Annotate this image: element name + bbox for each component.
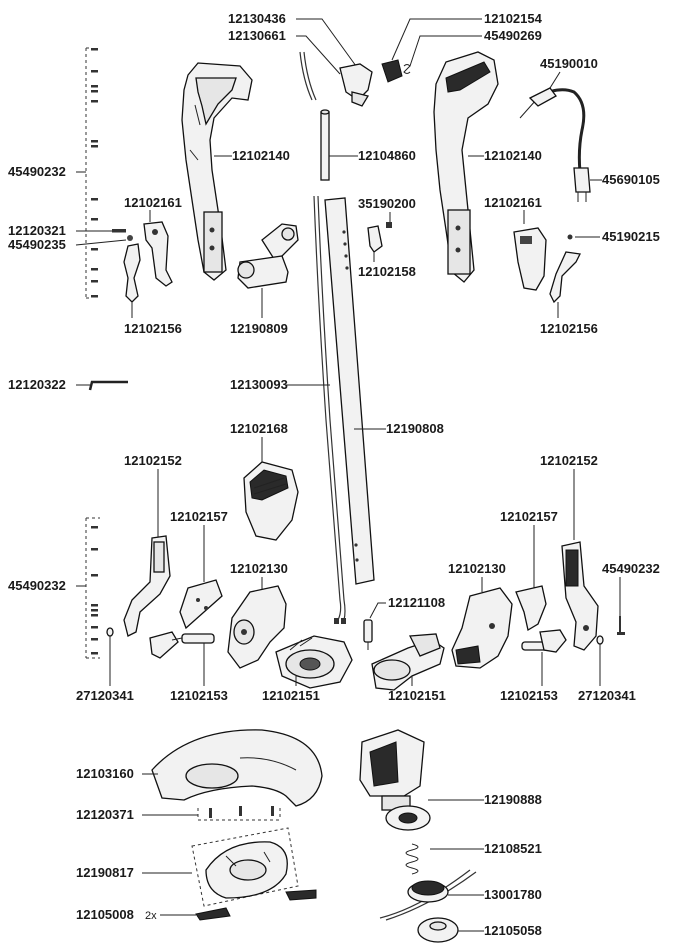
power-cord-45190010 [519, 87, 586, 173]
label-12102152-left: 12102152 [124, 453, 182, 468]
label-12102152-right: 12102152 [540, 453, 598, 468]
label-12190817: 12190817 [76, 865, 134, 880]
shaft-tube-12190808 [324, 197, 375, 585]
label-45490232-left: 45490232 [8, 578, 66, 593]
label-12105058: 12105058 [484, 923, 542, 938]
tube-12104860 [320, 109, 330, 181]
label-45690105: 45690105 [602, 172, 660, 187]
label-45490232-top: 45490232 [8, 164, 66, 179]
label-12102161-left: 12102161 [124, 195, 182, 210]
label-12102158: 12102158 [358, 264, 416, 279]
label-27120341-right: 27120341 [578, 688, 636, 703]
washer-left-27120341 [106, 627, 114, 637]
label-12104860: 12104860 [358, 148, 416, 163]
spool-base-12190817 [191, 827, 299, 907]
label-12190808: 12190808 [386, 421, 444, 436]
spring-12108521 [405, 843, 419, 875]
label-45190010: 45190010 [540, 56, 598, 71]
label-27120341-left: 27120341 [76, 688, 134, 703]
label-12130661: 12130661 [228, 28, 286, 43]
nut-45490235 [127, 235, 133, 241]
label-12102130-left: 12102130 [230, 561, 288, 576]
label-45490232-right: 45490232 [602, 561, 660, 576]
label-12102151-left: 12102151 [262, 688, 320, 703]
allen-key-12120322 [88, 380, 128, 391]
label-12102157-left: 12102157 [170, 509, 228, 524]
label-13001780: 13001780 [484, 887, 542, 902]
housing-bracket-left-12102152 [123, 535, 171, 637]
label-12102130-right: 12102130 [448, 561, 506, 576]
spring-35190200 [386, 222, 392, 228]
motor-housing-left-12102130 [227, 585, 287, 669]
screw-set-top-left [85, 47, 98, 299]
label-12120322: 12120322 [8, 377, 66, 392]
auxiliary-handle-12190809 [237, 223, 299, 289]
label-12102156-right: 12102156 [540, 321, 598, 336]
label-12130436: 12130436 [228, 11, 286, 26]
motor-12190888 [359, 729, 431, 831]
blade-12105008 [195, 889, 317, 921]
latch-12102158 [367, 225, 383, 253]
label-12103160: 12103160 [76, 766, 134, 781]
label-12102153-right: 12102153 [500, 688, 558, 703]
label-12102156-left: 12102156 [124, 321, 182, 336]
screw-45190215 [567, 234, 573, 240]
lever-left-12102156 [123, 243, 141, 303]
spring-45490269 [403, 64, 411, 74]
plate-right-12102157 [515, 585, 547, 632]
lock-pin-right-12102153 [521, 629, 567, 653]
label-12102168: 12102168 [230, 421, 288, 436]
housing-bracket-right-12102152 [561, 541, 599, 651]
label-12102153-left: 12102153 [170, 688, 228, 703]
shaft-wire-12130093 [313, 195, 346, 624]
label-12102140-right: 12102140 [484, 148, 542, 163]
lock-pin-left-12102153 [149, 631, 215, 659]
lever-right-12102156 [549, 251, 581, 304]
label-45490269: 45490269 [484, 28, 542, 43]
switch-cover-12102154 [381, 59, 403, 83]
label-12190809: 12190809 [230, 321, 288, 336]
label-35190200: 35190200 [358, 196, 416, 211]
screw-set-mid-left [85, 517, 100, 659]
label-12121108: 12121108 [388, 595, 445, 610]
guard-base-right-12102151 [371, 633, 445, 691]
label-12130093: 12130093 [230, 377, 288, 392]
motor-housing-right-12102130 [451, 587, 513, 669]
label-12108521: 12108521 [484, 841, 542, 856]
handle-half-right-12102140 [433, 51, 499, 283]
label-12102157-right: 12102157 [500, 509, 558, 524]
label-12190888: 12190888 [484, 792, 542, 807]
label-45490235: 45490235 [8, 237, 66, 252]
screw-set-12120371 [197, 806, 281, 821]
label-45190215: 45190215 [602, 229, 660, 244]
guard-12103160 [151, 729, 323, 807]
handle-half-left-12102140 [181, 62, 253, 281]
motor-cover-12102168 [243, 461, 299, 541]
plug-45690105 [573, 167, 591, 202]
label-12105008: 12105008 [76, 907, 134, 922]
connector-12121108 [363, 619, 373, 650]
switch-trigger-12130436 [339, 63, 373, 107]
guard-base-left-12102151 [275, 635, 353, 689]
label-12102151-right: 12102151 [388, 688, 446, 703]
label-12120371: 12120371 [76, 807, 134, 822]
bracket-right-12102161 [513, 227, 547, 291]
washer-right-27120341 [596, 635, 604, 645]
label-12105008-qty: 2x [145, 910, 157, 922]
label-12120321: 12120321 [8, 223, 66, 238]
label-12102154: 12102154 [484, 11, 543, 26]
label-12102161-right: 12102161 [484, 195, 542, 210]
label-12102140-left: 12102140 [232, 148, 290, 163]
plate-left-12102157 [179, 579, 223, 630]
spool-cap-12105058 [417, 917, 459, 943]
screw-12120321 [112, 229, 126, 233]
spool-13001780 [379, 869, 477, 921]
bracket-left-12102161 [143, 221, 173, 287]
